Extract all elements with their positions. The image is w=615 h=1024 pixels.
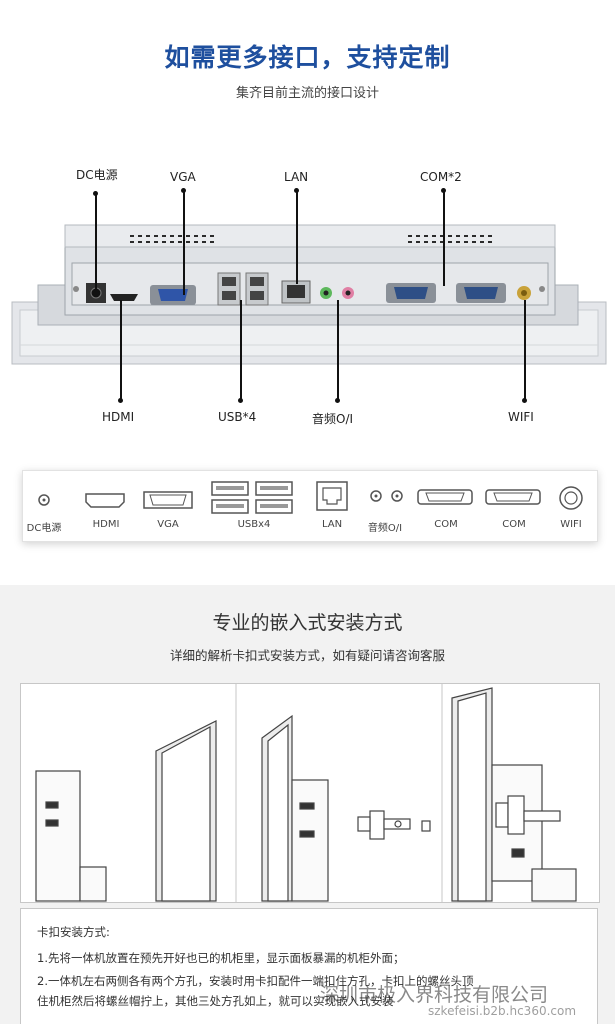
leader-dot-audio	[335, 398, 340, 403]
strip-label-vga: VGA	[157, 519, 179, 530]
note-step-1: 1.先将一体机放置在预先开好也已的机柜里，显示面板暴漏的机柜外面；	[37, 950, 405, 965]
strip-label-audio: 音频O/I	[367, 523, 403, 534]
installation-title: 专业的嵌入式安装方式	[212, 612, 403, 634]
strip-label-hdmi: HDMI	[92, 519, 120, 530]
wifi-icon	[559, 486, 583, 510]
installation-diagram	[35, 683, 577, 903]
strip-label-wifi: WIFI	[560, 519, 582, 530]
leader-dot-lan	[294, 188, 299, 193]
leader-line-hdmi	[120, 300, 122, 400]
installation-notes: 卡扣安装方式: 1.先将一体机放置在预先开好也已的机柜里，显示面板暴漏的机柜外面…	[20, 908, 598, 1024]
hdmi-icon	[85, 493, 125, 508]
leader-dot-com	[441, 188, 446, 193]
notes-title: 卡扣安装方式:	[37, 925, 110, 939]
dc-power-icon	[38, 494, 50, 506]
leader-line-com	[443, 190, 445, 286]
leader-dot-usb	[238, 398, 243, 403]
leader-dot-dc	[93, 191, 98, 196]
leader-dot-wifi	[522, 398, 527, 403]
leader-line-audio	[337, 300, 339, 400]
vga-icon	[143, 491, 193, 509]
usb-icon	[211, 481, 293, 514]
audio-icon	[370, 490, 403, 502]
leader-dot-vga	[181, 188, 186, 193]
main-title: 如需更多接口，支持定制	[164, 43, 451, 72]
strip-label-dc: DC电源	[26, 523, 62, 534]
note-step-2-line1: 2.一体机左右两侧各有两个方孔，安装时用卡扣配件一端扣住方孔，卡扣上的螺丝头顶	[37, 974, 474, 989]
leader-dot-hdmi	[118, 398, 123, 403]
port-icon-strip	[22, 470, 598, 542]
label-wifi: WIFI	[508, 410, 534, 424]
lan-icon	[316, 481, 348, 511]
port-icon-strip-icons	[38, 481, 583, 514]
com-icon-2	[485, 489, 541, 505]
strip-label-usb: USBx4	[237, 519, 271, 530]
watermark-company: 深圳市极入界科技有限公司	[320, 984, 549, 1006]
leader-line-dc	[95, 193, 97, 293]
label-usb4: USB*4	[218, 410, 257, 424]
main-subtitle: 集齐目前主流的接口设计	[235, 86, 379, 101]
note-step-2-line2: 住机柜然后将螺丝帽拧上，其他三处方孔如上，就可以实现嵌入式安装	[37, 993, 394, 1008]
strip-label-lan: LAN	[321, 519, 343, 530]
device-back-panel-illustration	[11, 224, 607, 365]
watermark-domain: szkefeisi.b2b.hc360.com	[428, 1004, 577, 1018]
leader-line-vga	[183, 190, 185, 295]
leader-line-usb	[240, 300, 242, 400]
leader-line-lan	[296, 190, 298, 284]
com-icon	[417, 489, 473, 505]
label-lan: LAN	[284, 170, 309, 184]
strip-label-com2: COM	[502, 519, 526, 530]
label-com2: COM*2	[420, 170, 462, 184]
installation-subtitle: 详细的解析卡扣式安装方式，如有疑问请咨询客服	[169, 648, 445, 663]
label-vga: VGA	[170, 170, 196, 184]
label-dc-power: DC电源	[76, 168, 118, 182]
leader-line-wifi	[524, 300, 526, 400]
label-hdmi: HDMI	[102, 410, 135, 424]
label-audio: 音频O/I	[312, 412, 354, 426]
strip-label-com1: COM	[434, 519, 458, 530]
